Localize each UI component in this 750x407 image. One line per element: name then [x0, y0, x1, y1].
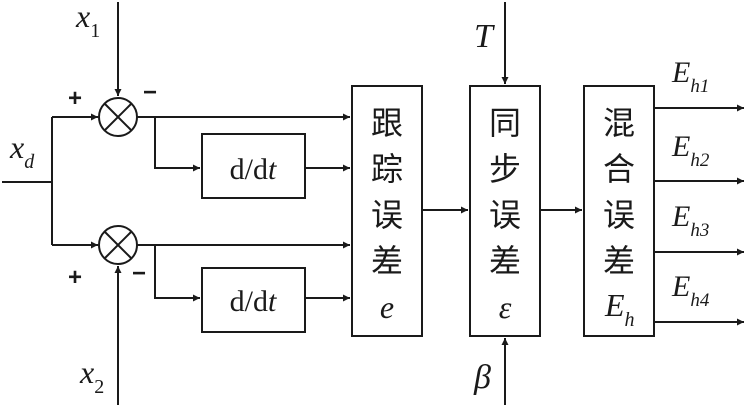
derivative-1-t: t	[268, 153, 277, 186]
beta-label: β	[473, 359, 491, 396]
mixed-error-char-4: 差	[603, 242, 635, 280]
x1-label: x1	[75, 0, 100, 42]
derivative-block-1	[201, 133, 306, 199]
output-1-base: E	[671, 56, 690, 89]
tracking-error-symbol: e	[380, 289, 394, 325]
xd-base: x	[9, 129, 24, 165]
summing-junction-1	[98, 97, 138, 137]
x2-base: x	[79, 354, 94, 390]
sj2-minus-sign: −	[132, 260, 146, 287]
output-3-sub: h3	[690, 220, 709, 241]
output-label-3: Eh3	[671, 200, 709, 241]
x1-sub: 1	[90, 20, 100, 42]
derivative-2-d: d/d	[230, 285, 268, 318]
mixed-error-symbol-sub: h	[625, 309, 635, 331]
derivative-1-label: d/dt	[230, 153, 277, 186]
sj1-plus-sign: +	[68, 85, 82, 112]
xd-sub: d	[24, 151, 35, 173]
output-2-sub: h2	[690, 150, 710, 171]
xd-label: xd	[9, 129, 35, 173]
sync-error-block	[469, 85, 541, 337]
derivative-1-d: d/d	[230, 153, 268, 186]
output-label-1: Eh1	[671, 56, 709, 97]
x1-base: x	[75, 0, 90, 34]
derivative-block-2	[201, 267, 306, 333]
derivative-2-t: t	[268, 285, 277, 318]
sj2-plus-sign: +	[68, 264, 82, 291]
sj1-to-derivative-wire	[154, 117, 200, 172]
T-label: T	[474, 18, 495, 55]
output-2-base: E	[671, 130, 690, 163]
x2-label: x2	[79, 354, 104, 398]
output-label-2: Eh2	[671, 130, 710, 171]
mixed-error-char-1: 混	[603, 104, 635, 142]
output-4-base: E	[671, 270, 690, 303]
sync-error-char-4: 差	[489, 242, 521, 280]
tracking-error-char-1: 跟	[371, 104, 403, 142]
tracking-error-char-2: 踪	[371, 150, 403, 188]
summing-junction-2	[98, 225, 138, 265]
sync-error-symbol: ε	[499, 289, 512, 325]
mixed-error-char-3: 误	[603, 196, 635, 234]
output-1-sub: h1	[690, 76, 709, 97]
sj2-to-derivative-wire	[154, 245, 200, 302]
x2-sub: 2	[94, 376, 104, 398]
mixed-error-symbol-base: E	[604, 287, 625, 323]
mixed-error-block	[583, 85, 655, 337]
mixed-error-symbol: Eh	[604, 287, 635, 331]
output-4-sub: h4	[690, 290, 710, 311]
sync-error-char-2: 步	[489, 150, 521, 188]
tracking-error-char-4: 差	[371, 242, 403, 280]
mixed-error-char-2: 合	[603, 150, 635, 188]
output-3-base: E	[671, 200, 690, 233]
derivative-2-label: d/dt	[230, 285, 277, 318]
sync-error-char-3: 误	[489, 196, 521, 234]
output-label-4: Eh4	[671, 270, 710, 311]
tracking-error-char-3: 误	[371, 196, 403, 234]
sj1-minus-sign: −	[143, 79, 157, 106]
sync-error-char-1: 同	[489, 104, 521, 142]
